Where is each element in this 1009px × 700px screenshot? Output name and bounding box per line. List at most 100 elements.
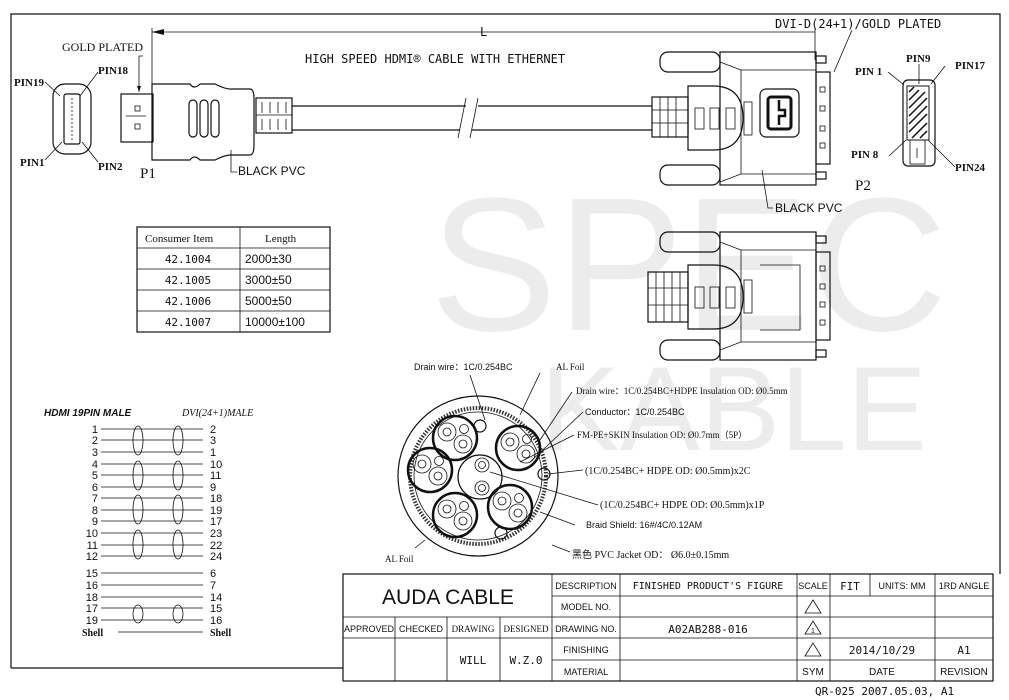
- designed-by: W.Z.0: [509, 654, 542, 667]
- wiring-right-pin: 14: [210, 592, 222, 604]
- wiring-right-pin: 1: [210, 447, 216, 459]
- xs-label-al-foil-top: AL Foil: [556, 362, 585, 372]
- drawing-by: WILL: [460, 654, 487, 667]
- twisted-pair-marker: [172, 604, 184, 624]
- sheet-border: [10, 13, 1001, 668]
- revision-label: REVISION: [940, 667, 988, 678]
- wiring-left-pin: 5: [92, 470, 98, 482]
- p2-plating-label: DVI-D(24+1)/GOLD PLATED: [775, 17, 941, 31]
- shielded-pair: [431, 414, 479, 462]
- drawing-no-value: A02AB288-016: [668, 623, 747, 636]
- cable-title: HIGH SPEED HDMI® CABLE WITH ETHERNET: [305, 52, 565, 66]
- pin1-label: PIN1: [20, 157, 44, 169]
- wiring-left-pin: 1: [92, 424, 98, 436]
- wiring-left-pin: 7: [92, 493, 98, 505]
- scale-label: SCALE: [798, 581, 828, 591]
- wiring-left-header: HDMI 19PIN MALE: [44, 408, 132, 419]
- shielded-pair: [431, 491, 479, 539]
- dvi-plug-p2: [651, 29, 853, 186]
- wiring-left-pin: 9: [92, 516, 98, 528]
- wiring-right-pin: 24: [210, 551, 222, 563]
- table-header-length: Length: [265, 233, 297, 245]
- wiring-left-pin: 10: [86, 528, 98, 540]
- hdmi-face-view: [44, 71, 99, 163]
- wiring-left-pin: 11: [87, 540, 98, 552]
- dvi-pin8-label: PIN 8: [851, 149, 879, 161]
- dvi-pin9-label: PIN9: [906, 53, 931, 65]
- wiring-left-pin: 17: [86, 603, 98, 615]
- pin2-label: PIN2: [98, 161, 123, 173]
- table-cell-item: 42.1005: [165, 274, 211, 287]
- p2-jacket-label: BLACK PVC: [775, 201, 843, 215]
- wiring-left-pin: 16: [86, 580, 98, 592]
- wiring-right-pin: 15: [210, 603, 222, 615]
- xs-label-al-foil-bottom: AL Foil: [385, 554, 414, 564]
- wiring-right-header: DVI(24+1)MALE: [181, 408, 253, 419]
- p2-label: P2: [855, 178, 871, 194]
- xs-label-insulation: FM-PE+SKIN Insulation OD: Ø0.7mm（5P）: [577, 430, 747, 440]
- wiring-right-pin: 23: [210, 528, 222, 540]
- title-block: [342, 573, 994, 682]
- length-table: [136, 226, 331, 333]
- finishing-label: FINISHING: [563, 645, 609, 655]
- length-dimension: L: [151, 25, 816, 85]
- table-header-item: Consumer Item: [145, 233, 214, 245]
- wiring-right-pin: 10: [210, 459, 222, 471]
- table-cell-item: 42.1004: [165, 253, 212, 266]
- revision-mark: 1: [811, 628, 815, 635]
- p2-jacket-leader: [761, 169, 773, 209]
- xs-label-drain-wire-hdpe: Drain wire：1C/0.254BC+HDPE Insulation OD…: [576, 386, 788, 396]
- wiring-left-pin: 12: [86, 551, 98, 563]
- wiring-right-pin: 11: [210, 470, 221, 482]
- sym-label: SYM: [802, 667, 824, 678]
- wiring-left-pin: Shell: [82, 628, 103, 639]
- twisted-pair-marker: [132, 529, 144, 560]
- xs-label-2c: (1C/0.254BC+ HDPE OD: Ø0.5mm)x2C: [585, 466, 751, 477]
- dvi-plug-top-view: [647, 231, 831, 361]
- wiring-left-pin: 2: [92, 435, 98, 447]
- wiring-right-pin: 22: [210, 540, 222, 552]
- twisted-pair-marker: [132, 425, 144, 456]
- table-cell-length: 3000±50: [245, 273, 292, 287]
- material-label: MATERIAL: [564, 667, 608, 677]
- wiring-right-pin: 18: [210, 493, 222, 505]
- model-no-label: MODEL NO.: [561, 602, 611, 612]
- designed-label: DESIGNED: [504, 624, 549, 634]
- wiring-right-pin: Shell: [210, 628, 231, 639]
- date-label: DATE: [869, 667, 895, 678]
- shielded-pair: [406, 446, 454, 494]
- cable-body: [292, 97, 652, 139]
- wiring-right-pin: 6: [210, 568, 216, 580]
- p1-jacket-leader: [230, 150, 237, 173]
- date-value: 2014/10/29: [849, 644, 915, 657]
- wiring-left-pin: 8: [92, 505, 98, 517]
- form-code: QR-025 2007.05.03, A1: [815, 685, 954, 698]
- pin18-label: PIN18: [98, 65, 128, 77]
- twisted-pair-marker: [172, 460, 184, 491]
- shielded-pair: [486, 483, 534, 531]
- dvi-pin24-label: PIN24: [955, 162, 985, 174]
- cable-cross-section: [397, 395, 559, 557]
- gold-plated-leader: [138, 55, 143, 92]
- checked-label: CHECKED: [399, 624, 444, 634]
- wiring-right-pin: 9: [210, 482, 216, 494]
- drawing-label: DRAWING: [452, 624, 495, 634]
- pin19-label: PIN19: [14, 77, 44, 89]
- scale-value: FIT: [840, 580, 860, 593]
- hdmi-plug-p1: [120, 83, 293, 161]
- approved-label: APPROVED: [344, 624, 395, 634]
- wiring-left-pin: 4: [92, 459, 98, 471]
- wiring-left-pin: 3: [92, 447, 98, 459]
- gold-plated-label: GOLD PLATED: [62, 40, 143, 54]
- dvi-pin1-label: PIN 1: [855, 66, 882, 78]
- revision-value: A1: [957, 644, 970, 657]
- angle-value: 1RD ANGLE: [939, 581, 990, 591]
- twisted-pair-marker: [132, 604, 144, 624]
- wiring-right-pin: 3: [210, 435, 216, 447]
- wiring-left-pin: 15: [86, 568, 98, 580]
- p1-label: P1: [140, 166, 156, 182]
- wiring-right-pin: 7: [210, 580, 216, 592]
- twisted-pair-marker: [172, 529, 184, 560]
- wiring-right-pin: 16: [210, 615, 222, 627]
